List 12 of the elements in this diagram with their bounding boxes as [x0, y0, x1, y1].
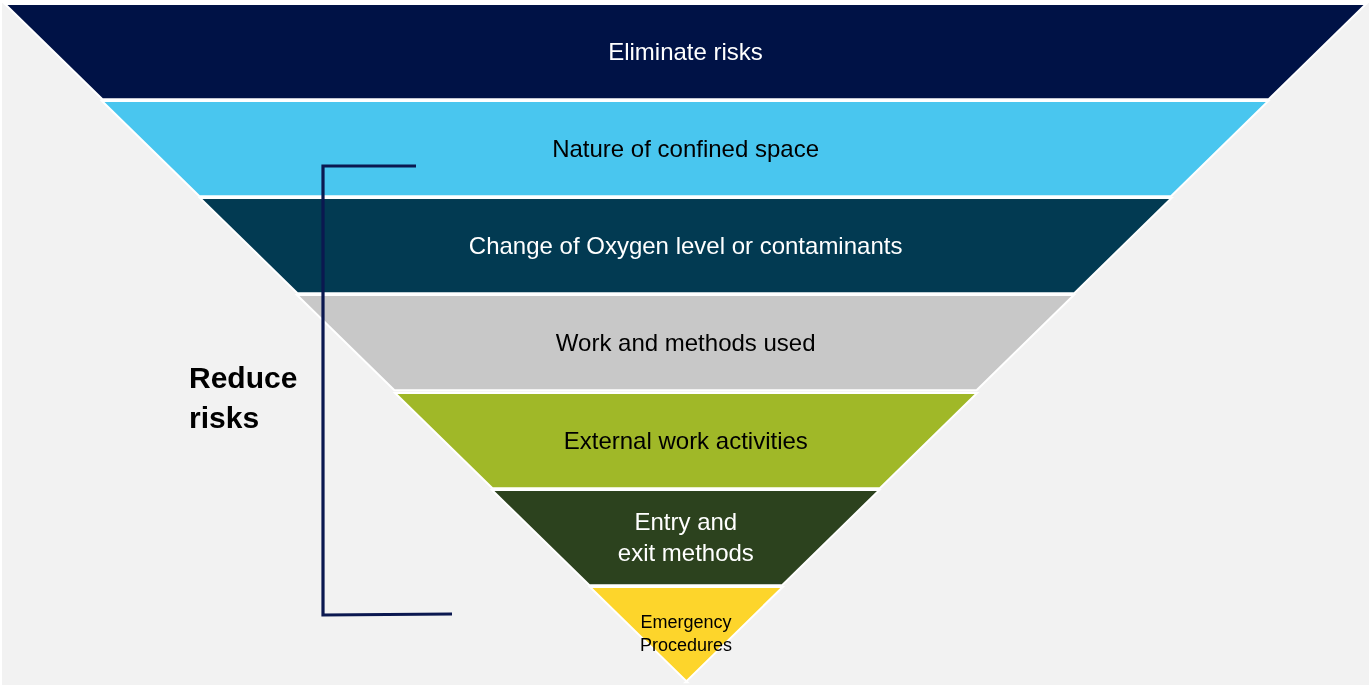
band-label: Entry and exit methods [616, 507, 755, 569]
funnel-band [296, 294, 1076, 392]
band-label: Change of Oxygen level or contaminants [468, 231, 903, 262]
side-label: Reduce risks [189, 360, 299, 436]
funnel-band [393, 391, 978, 489]
band-label: External work activities [563, 425, 808, 456]
funnel-band [101, 100, 1270, 198]
band-label: Nature of confined space [552, 134, 819, 165]
funnel-band [491, 488, 881, 586]
band-label: Work and methods used [555, 328, 816, 359]
band-label: Eliminate risks [608, 36, 763, 67]
funnel-band [4, 3, 1367, 101]
